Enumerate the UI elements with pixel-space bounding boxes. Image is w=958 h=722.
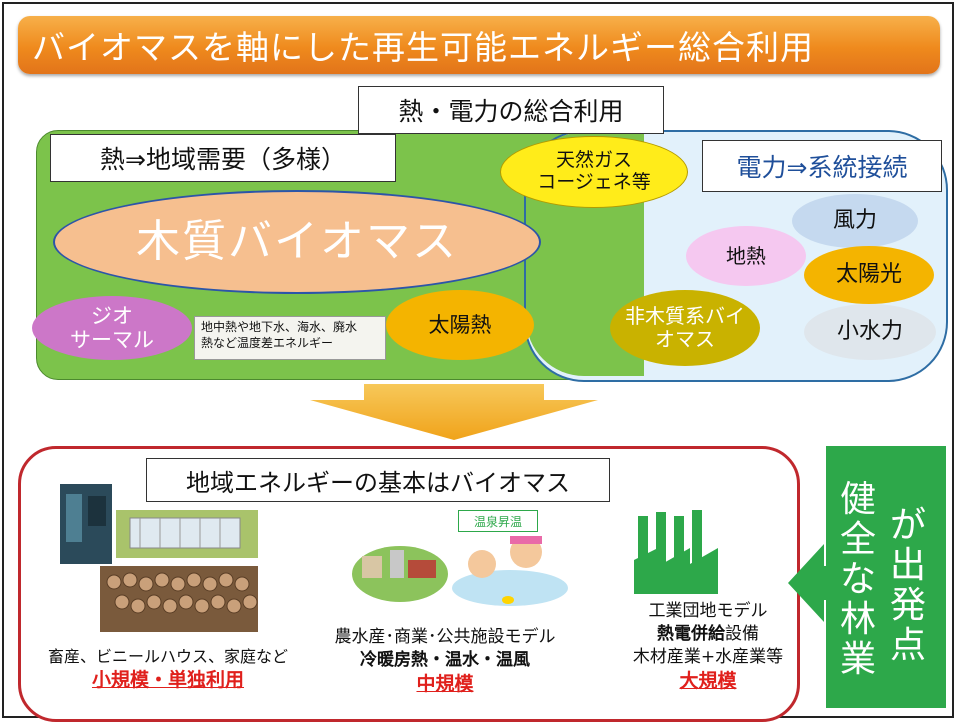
heat-demand-text: 熱⇒地域需要（多様） [100,145,346,174]
large-scale-line2-bold: 熱電併給 [657,623,725,644]
bottom-title-label: 地域エネルギーの基本はバイオマス [146,458,610,502]
solar-heat-oval: 太陽熱 [386,290,534,360]
geothermal-heat-text: ジオ サーマル [70,304,154,352]
left-arrow-icon [788,544,832,622]
forestry-char: 発 [890,585,927,626]
ground-heat-note: 地中熱や地下水、海水、廃水 熱など温度差エネルギー [194,316,386,360]
bottom-title-text: 地域エネルギーの基本はバイオマス [186,468,570,497]
small-hydro-oval: 小水力 [804,304,936,360]
hot-spring-text: 温泉昇温 [473,514,522,529]
medium-scale-images [352,536,568,606]
geothermal-heat-oval: ジオ サーマル [32,296,192,360]
solar-heat-text: 太陽熱 [428,312,492,337]
large-scale-caption: 工業団地モデル 熱電併給設備 木材産業+水産業等 大規模 [602,600,814,694]
heat-power-label: 熱・電力の総合利用 [358,86,664,134]
small-scale-images [60,484,258,632]
forestry-char: が [890,505,927,546]
forestry-char: 点 [890,625,927,666]
heat-demand-label: 熱⇒地域需要（多様） [50,134,396,182]
factory-icon [634,510,718,594]
geothermal-power-oval: 地熱 [686,226,806,286]
solar-power-text: 太陽光 [835,262,902,288]
forestry-col1: 健 全 な 林 業 [840,480,876,680]
forestry-panel [826,446,946,708]
slide-title: バイオマスを軸にした再生可能エネルギー総合利用 [32,28,814,67]
natural-gas-line1: 天然ガス [555,149,632,172]
large-scale-line1: 工業団地モデル [648,601,768,621]
geothermal-heat-line1: ジオ [91,303,133,328]
non-wood-biomass-oval: 非木質系バイ オマス [610,290,760,366]
ground-heat-line1: 地中熱や地下水、海水、廃水 [201,320,358,334]
ground-heat-line2: 熱など温度差エネルギー [201,335,334,350]
hot-spring-tag: 温泉昇温 [458,510,538,532]
small-hydro-text: 小水力 [836,319,903,345]
natural-gas-text: 天然ガス コージェネ等 [537,149,651,194]
non-wood-biomass-line2: オマス [655,327,715,351]
geothermal-heat-line2: サーマル [70,328,154,352]
forestry-char: 出 [890,545,927,586]
forestry-char: 業 [840,639,877,680]
large-scale-line3: 木材産業+水産業等 [632,646,784,667]
medium-scale-caption: 農水産･商業･公共施設モデル 冷暖房熱・温水・温風 中規模 [300,626,590,698]
large-scale-line2-rest: 設備 [725,623,759,644]
power-grid-label: 電力⇒系統接続 [702,140,942,192]
wood-biomass-oval: 木質バイオマス [53,190,541,294]
non-wood-biomass-line1: 非木質系バイ [625,304,745,328]
title-banner: バイオマスを軸にした再生可能エネルギー総合利用 [18,16,940,74]
natural-gas-oval: 天然ガス コージェネ等 [500,136,688,208]
medium-scale-line2: 冷暖房熱・温水・温風 [360,649,530,670]
small-scale-desc: 畜産、ビニールハウス、家庭など [47,647,288,666]
medium-scale-line1: 農水産･商業･公共施設モデル [334,627,556,647]
small-scale-caption: 畜産、ビニールハウス、家庭など 小規模・単独利用 [24,646,312,693]
power-grid-text: 電力⇒系統接続 [736,153,908,182]
forestry-char: 林 [840,599,877,640]
forestry-char: な [840,559,877,600]
forestry-col2: が 出 発 点 [890,506,926,666]
non-wood-biomass-text: 非木質系バイ オマス [625,305,745,351]
wind-oval: 風力 [792,194,918,248]
forestry-char: 健 [840,479,877,520]
wood-biomass-text: 木質バイオマス [136,215,458,267]
forestry-char: 全 [840,519,877,560]
medium-scale-label: 中規模 [416,672,474,695]
wind-text: 風力 [832,208,877,234]
geothermal-power-text: 地熱 [726,243,766,268]
solar-power-oval: 太陽光 [804,246,934,304]
heat-power-text: 熱・電力の総合利用 [398,97,624,126]
small-scale-label: 小規模・単独利用 [91,668,244,691]
natural-gas-line2: コージェネ等 [537,171,651,193]
large-scale-line2: 熱電併給設備 [602,623,814,646]
large-scale-label: 大規模 [679,669,737,692]
